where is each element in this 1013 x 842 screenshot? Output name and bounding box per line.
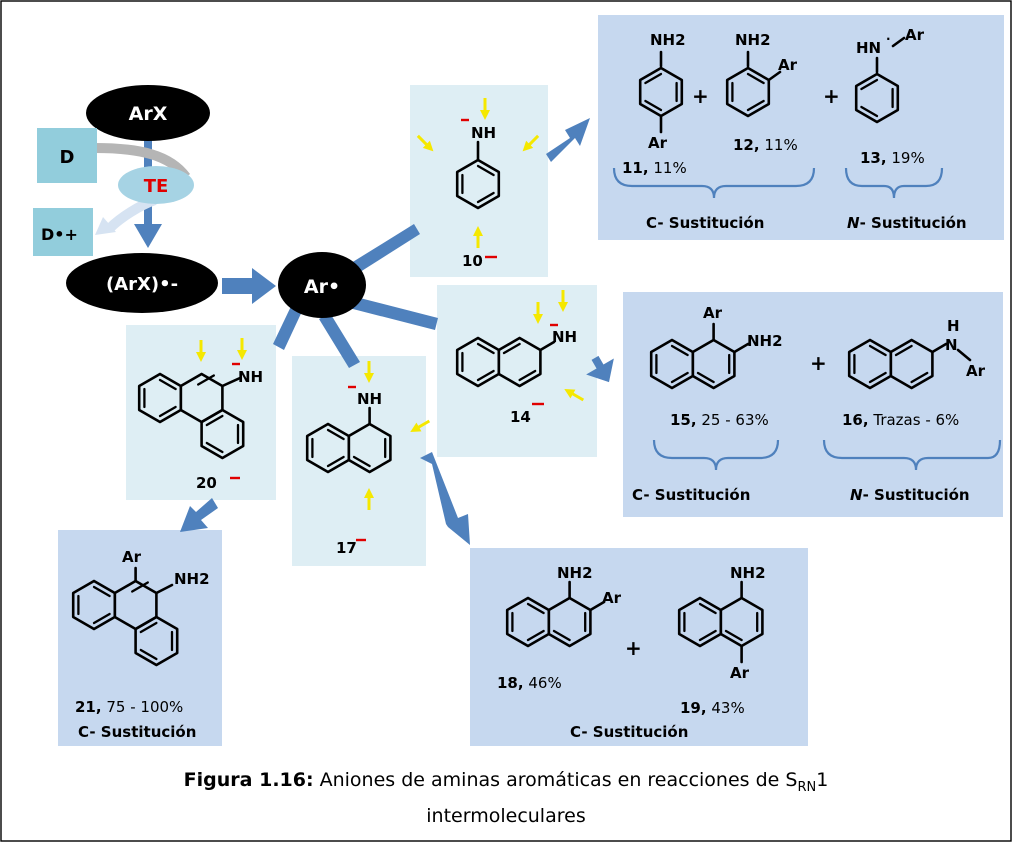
svg-text:Ar: Ar [730, 664, 750, 682]
arrow-to-product-21 [180, 498, 218, 532]
product-19-structure: NH2 Ar [677, 564, 766, 682]
panel-anion-10 [410, 85, 548, 277]
c-sub-label-1: C- Sustitución [646, 214, 764, 232]
svg-text:Ar: Ar [602, 589, 622, 607]
donor-box [37, 128, 97, 183]
brace-c-sub-11-12 [612, 167, 816, 199]
radical-anion-node [66, 253, 218, 313]
svg-text:Ar: Ar [122, 548, 142, 566]
plus-12-13: + [823, 84, 840, 108]
panel-products-15-16 [623, 292, 1003, 517]
anion-20-number: 20 [196, 474, 217, 492]
branch-to-14 [349, 296, 438, 330]
anion-14-structure: NH [455, 288, 588, 406]
product-12-label: 12, 11% [733, 136, 798, 154]
product-11-structure: NH2 Ar [638, 31, 686, 152]
branch-to-17 [319, 313, 360, 368]
panel-products-11-13 [598, 15, 1004, 240]
svg-text:NH2: NH2 [174, 570, 210, 588]
svg-text:.: . [886, 29, 891, 43]
svg-text:Ar: Ar [905, 26, 925, 44]
c-sub-label-2: C- Sustitución [632, 486, 750, 504]
product-13-structure: HN . Ar [854, 26, 925, 124]
product-21-label: 21, 75 - 100% [75, 698, 183, 716]
n-sub-label-1: N- Sustitución [847, 214, 967, 232]
plus-18-19: + [625, 636, 642, 660]
svg-text:Ar: Ar [703, 304, 723, 322]
svg-text:NH2: NH2 [730, 564, 766, 582]
svg-text:NH2: NH2 [747, 332, 783, 350]
figure-caption-line2: intermoleculares [426, 805, 585, 827]
branch-to-20 [273, 300, 305, 350]
product-13-label: 13, 19% [860, 149, 925, 167]
product-12-structure: NH2 Ar [725, 31, 798, 118]
svg-text:NH: NH [357, 390, 382, 408]
svg-text:Ar: Ar [778, 56, 798, 74]
svg-text:Ar: Ar [966, 362, 986, 380]
product-21-structure: Ar NH2 [71, 548, 210, 667]
panel-product-21 [58, 530, 222, 746]
arrow-to-products-18-19 [420, 452, 470, 545]
radical-anion-label: (ArX)•- [106, 274, 178, 295]
product-15-structure: Ar NH2 [649, 304, 783, 390]
product-18-label: 18, 46% [497, 674, 562, 692]
svg-text:HN: HN [856, 39, 881, 57]
brace-c-sub-15 [652, 439, 780, 471]
svg-text:H: H [947, 317, 960, 335]
anion-17-structure: NH [305, 359, 434, 512]
donor-release-head [95, 217, 116, 235]
panel-products-18-19 [470, 548, 808, 746]
donor-label: D [60, 147, 75, 168]
anion-10-number: 10 [462, 252, 483, 270]
arx-label: ArX [129, 103, 168, 125]
svg-text:NH: NH [471, 124, 496, 142]
brace-n-sub-16 [822, 439, 1002, 471]
panel-anion-14 [437, 285, 597, 457]
svg-text:NH2: NH2 [650, 31, 686, 49]
c-sub-label-4: C- Sustitución [78, 723, 196, 741]
figure-caption-line1: Figura 1.16: Aniones de aminas aromática… [184, 769, 829, 795]
product-19-label: 19, 43% [680, 699, 745, 717]
product-16-label: 16, Trazas - 6% [842, 411, 959, 429]
svg-text:NH2: NH2 [735, 31, 771, 49]
aryl-radical-label: Ar• [304, 276, 340, 298]
product-15-label: 15, 25 - 63% [670, 411, 769, 429]
radical-cation-label: D•+ [41, 225, 78, 244]
arrow-to-products-15-16 [586, 355, 614, 383]
svg-text:N: N [945, 336, 958, 354]
product-18-structure: NH2 Ar [505, 564, 622, 648]
te-node [118, 166, 194, 204]
product-16-structure: H N Ar [847, 317, 986, 390]
c-sub-label-3: C- Sustitución [570, 723, 688, 741]
anion-10-structure: NH [412, 96, 544, 250]
te-label: TE [144, 176, 169, 197]
radical-cation-box [33, 208, 93, 256]
arrow-to-products-11-13 [546, 118, 590, 162]
anion-20-structure: NH [137, 336, 263, 460]
plus-15-16: + [810, 351, 827, 375]
brace-n-sub-13 [844, 167, 944, 199]
branch-to-10 [343, 224, 420, 279]
aryl-radical-node [278, 252, 366, 318]
svg-text:NH: NH [552, 328, 577, 346]
anion-17-number: 17 [336, 539, 357, 557]
plus-11-12: + [692, 84, 709, 108]
product-11-label: 11, 11% [622, 159, 687, 177]
anion-14-number: 14 [510, 408, 531, 426]
svg-text:NH2: NH2 [557, 564, 593, 582]
arrow-to-aryl-radical [222, 268, 276, 304]
svg-text:NH: NH [238, 368, 263, 386]
svg-text:Ar: Ar [648, 134, 668, 152]
arx-node [86, 85, 210, 141]
n-sub-label-2: N- Sustitución [850, 486, 970, 504]
